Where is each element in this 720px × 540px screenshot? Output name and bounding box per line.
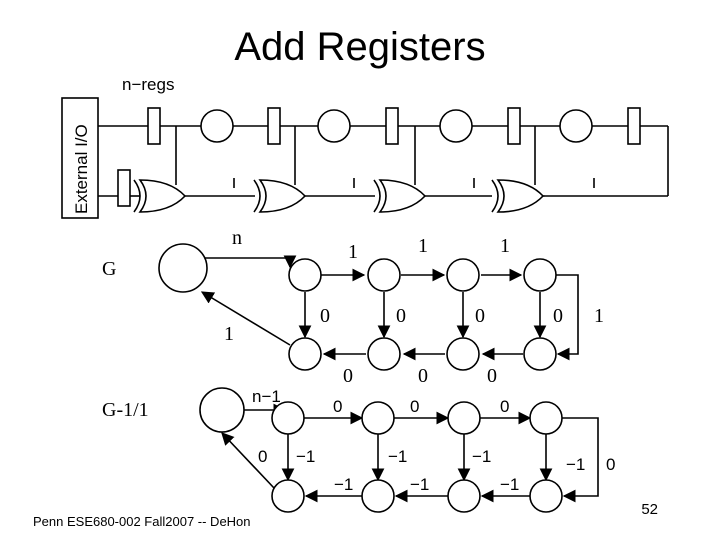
register-upper-5: [627, 107, 641, 145]
g-label-zero-d: 0: [553, 305, 563, 327]
logic-node-2: [317, 109, 351, 143]
register-upper-3: [385, 107, 399, 145]
g-label-one-left: 1: [224, 323, 234, 345]
register-upper-4: [507, 107, 521, 145]
g-node-bot-3: [446, 337, 480, 371]
page-number: 52: [641, 501, 658, 518]
g-node-bot-2: [367, 337, 401, 371]
logic-node-1: [200, 109, 234, 143]
g1-node-top-2: [361, 401, 395, 435]
g1-label-zero-right: 0: [606, 455, 615, 474]
g1-node-top-1: [271, 401, 305, 435]
g-node-top-1: [288, 258, 322, 292]
g-node-main: [158, 243, 208, 293]
g-node-top-2: [367, 258, 401, 292]
g1-label-zero-a: 0: [333, 397, 342, 416]
g1-label-zero-left: 0: [258, 447, 267, 466]
n-regs-label: n−regs: [122, 75, 174, 94]
g-label-one-right: 1: [594, 305, 604, 327]
g-edge-loop: [556, 274, 579, 361]
g-label-zero-a: 0: [320, 305, 330, 327]
g1-label-n-minus-1: n−1: [252, 387, 281, 406]
register-lower-1: [117, 169, 131, 207]
slide-title: Add Registers: [234, 25, 485, 69]
g1-label-minus-g: −1: [566, 455, 585, 474]
g1-label-zero-b: 0: [410, 397, 419, 416]
g1-node-top-3: [447, 401, 481, 435]
g1-label-minus-a: −1: [296, 447, 315, 466]
register-upper-2: [267, 107, 281, 145]
g1-label-zero-c: 0: [500, 397, 509, 416]
g-label-one-c: 1: [500, 235, 510, 257]
slide-footer: Penn ESE680-002 Fall2007 -- DeHon: [33, 514, 251, 529]
xor-gate-1: [133, 179, 187, 213]
graph-g-name: G: [102, 258, 116, 280]
g1-node-bot-3: [447, 479, 481, 513]
g-label-one-b: 1: [418, 235, 428, 257]
g1-label-minus-d: −1: [334, 475, 353, 494]
g-label-n: n: [232, 227, 242, 249]
g-label-zero-c: 0: [475, 305, 485, 327]
g1-label-minus-f: −1: [500, 475, 519, 494]
g-label-one-a: 1: [348, 241, 358, 263]
g1-label-minus-b: −1: [388, 447, 407, 466]
g1-label-minus-e: −1: [410, 475, 429, 494]
graph-g1-name: G-1/1: [102, 399, 149, 421]
g-node-top-4: [523, 258, 557, 292]
g1-node-bot-4: [529, 479, 563, 513]
g-edge-n: [205, 255, 297, 269]
g-label-zero-b: 0: [396, 305, 406, 327]
logic-node-3: [439, 109, 473, 143]
external-io-box: [61, 97, 99, 219]
register-upper-1: [147, 107, 161, 145]
g1-node-bot-2: [361, 479, 395, 513]
g-label-zero-bot-b: 0: [418, 365, 428, 387]
g-node-bot-4: [523, 337, 557, 371]
g-label-zero-bot-c: 0: [487, 365, 497, 387]
g-label-zero-bot-a: 0: [343, 365, 353, 387]
logic-node-4: [559, 109, 593, 143]
g1-node-top-4: [529, 401, 563, 435]
g1-node-main: [199, 387, 245, 433]
g1-edge-back: [221, 432, 275, 489]
g1-label-minus-c: −1: [472, 447, 491, 466]
xor-gate-4: [491, 179, 545, 213]
external-io-label: External I/O: [72, 124, 91, 214]
g-node-bot-1: [288, 337, 322, 371]
g1-node-bot-1: [271, 479, 305, 513]
register-ring-circuit: [61, 97, 669, 219]
g-edge-back: [200, 291, 291, 346]
g1-edge-loop: [562, 417, 599, 503]
xor-gate-3: [373, 179, 427, 213]
g-node-top-3: [446, 258, 480, 292]
xor-gate-2: [253, 179, 307, 213]
